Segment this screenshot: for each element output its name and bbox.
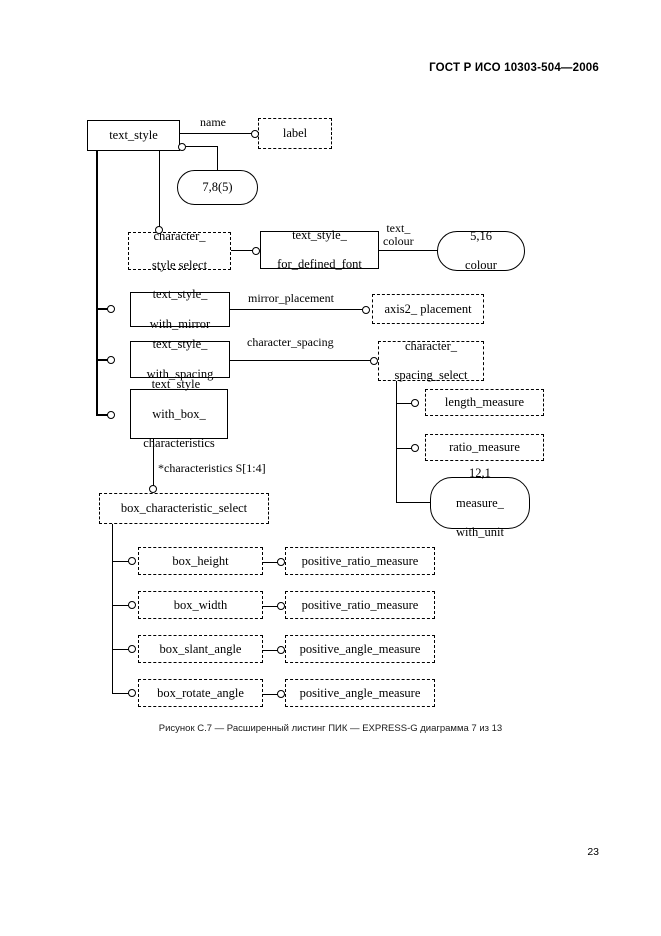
node-page-ref-78[interactable]: 7,8(5)	[177, 170, 258, 205]
node-length-measure[interactable]: length_measure	[425, 389, 544, 416]
edge-dot-box-height	[128, 557, 136, 565]
node-label[interactable]: label	[258, 118, 332, 149]
node-box-width[interactable]: box_width	[138, 591, 263, 619]
node-colour-ref[interactable]: 5,16 colour	[437, 229, 525, 272]
edge-page-ref-78-v	[217, 146, 219, 171]
edge-label-character-spacing: character_spacing	[247, 335, 334, 349]
edge-dot-box-characteristic-select	[149, 485, 157, 493]
node-box-rotate-angle[interactable]: box_rotate_angle	[138, 679, 263, 707]
subtype-dot-mirror	[107, 305, 115, 313]
edge-page-ref-78-h	[186, 146, 218, 148]
subtype-dot-box	[107, 411, 115, 419]
edge-dot-defined-font	[252, 247, 260, 255]
node-character-style-select[interactable]: character_ style select	[128, 229, 231, 272]
spacing-select-tree-v	[396, 381, 398, 503]
edge-dot-character-spacing-select	[370, 357, 378, 365]
spine-branch-spacing	[96, 359, 110, 362]
edge-box-width-to-measure	[263, 606, 281, 608]
edge-label-characteristics: *characteristics S[1:4]	[158, 461, 266, 475]
edge-dot-page-ref-78	[178, 143, 186, 151]
edge-text-style-name	[180, 133, 254, 135]
node-text-style-for-defined-font[interactable]: text_style_ for_defined_font	[260, 228, 379, 271]
edge-box-rotate-to-measure	[263, 694, 281, 696]
spine-branch-box	[96, 414, 110, 417]
edge-character-spacing	[230, 360, 372, 362]
node-box-height[interactable]: box_height	[138, 547, 263, 575]
edge-box-height-to-measure	[263, 562, 281, 564]
node-positive-angle-measure-2[interactable]: positive_angle_measure	[285, 679, 435, 707]
node-axis2-placement[interactable]: axis2_ placement	[372, 294, 484, 324]
edge-box-slant-to-measure	[263, 650, 281, 652]
page-number: 23	[587, 846, 599, 858]
edge-dot-positive-angle-1	[277, 646, 285, 654]
edge-dot-character-style-select	[155, 226, 163, 234]
supertype-spine	[96, 150, 99, 416]
node-box-slant-angle[interactable]: box_slant_angle	[138, 635, 263, 663]
box-tree-branch-width	[112, 605, 131, 607]
spine-branch-mirror	[96, 308, 110, 311]
edge-dot-positive-ratio-1	[277, 558, 285, 566]
edge-label-mirror-placement: mirror_placement	[248, 291, 334, 305]
figure-caption: Рисунок С.7 — Расширенный листинг ПИК — …	[158, 723, 503, 734]
standard-header: ГОСТ Р ИСО 10303-504—2006	[429, 62, 599, 74]
box-tree-branch-height	[112, 561, 131, 563]
edge-label-text-colour: text_ colour	[383, 221, 414, 249]
node-positive-ratio-measure-2[interactable]: positive_ratio_measure	[285, 591, 435, 619]
node-text-style[interactable]: text_style	[87, 120, 180, 151]
edge-dot-box-rotate-angle	[128, 689, 136, 697]
node-positive-ratio-measure-1[interactable]: positive_ratio_measure	[285, 547, 435, 575]
edge-text-colour	[379, 250, 439, 252]
box-select-tree-v	[112, 524, 114, 694]
edge-dot-positive-ratio-2	[277, 602, 285, 610]
node-positive-angle-measure-1[interactable]: positive_angle_measure	[285, 635, 435, 663]
node-text-style-with-box-characteristics[interactable]: text_style_ with_box_ characteristics	[130, 377, 228, 450]
node-character-spacing-select[interactable]: character_ spacing_select	[378, 339, 484, 382]
node-text-style-with-spacing[interactable]: text_style_ with_spacing	[130, 337, 230, 381]
box-tree-branch-rotate	[112, 693, 131, 695]
subtype-dot-spacing	[107, 356, 115, 364]
box-tree-branch-slant	[112, 649, 131, 651]
node-measure-with-unit[interactable]: 12,1 measure_ with_unit	[430, 466, 530, 539]
edge-dot-axis2-placement	[362, 306, 370, 314]
node-text-style-with-mirror[interactable]: text_style_ with_mirror	[130, 287, 230, 331]
edge-dot-box-slant-angle	[128, 645, 136, 653]
edge-label-name: name	[200, 115, 226, 129]
edge-dot-ratio-measure	[411, 444, 419, 452]
edge-dot-positive-angle-2	[277, 690, 285, 698]
edge-mirror-placement	[230, 309, 364, 311]
spacing-tree-branch-ratio	[396, 448, 413, 450]
spacing-tree-branch-measure-unit	[396, 502, 436, 504]
edge-character-style-to-font	[231, 250, 256, 252]
edge-dot-box-width	[128, 601, 136, 609]
node-ratio-measure[interactable]: ratio_measure	[425, 434, 544, 461]
edge-characteristics-v	[153, 439, 155, 487]
edge-character-style-select-v	[159, 150, 161, 228]
edge-dot-name	[251, 130, 259, 138]
spacing-tree-branch-length	[396, 403, 413, 405]
node-box-characteristic-select[interactable]: box_characteristic_select	[99, 493, 269, 524]
edge-dot-length-measure	[411, 399, 419, 407]
